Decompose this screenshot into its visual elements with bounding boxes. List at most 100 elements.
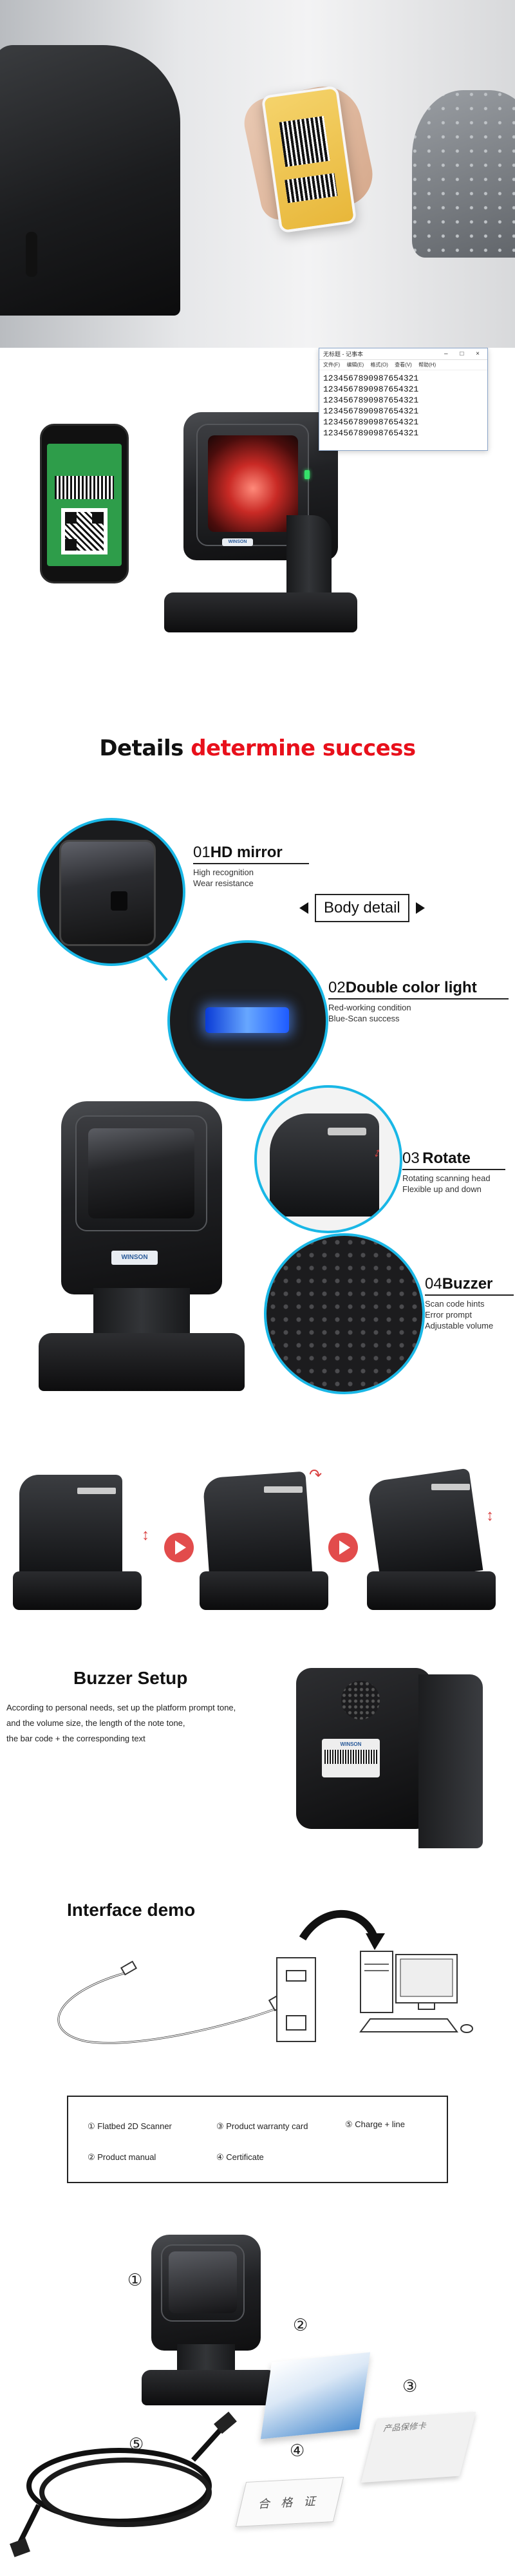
scanner-logo: WINSON	[222, 538, 253, 546]
usb-cable	[57, 1971, 284, 2044]
mouse	[460, 2024, 473, 2033]
buzzer-text-line: the bar code + the corresponding text	[6, 1734, 145, 1743]
feature-desc: Red-working condition	[328, 1003, 411, 1012]
menu-view[interactable]: 查看(V)	[395, 362, 412, 368]
notepad-title: 无标题 - 记事本	[323, 351, 363, 357]
headline-section: Details determine success	[0, 689, 515, 786]
keyboard	[359, 2018, 458, 2032]
smartphone	[40, 424, 129, 583]
phone-screen	[47, 444, 122, 566]
package-contents-photo: ① ② 产品保修卡 ③ 合 格 证 ④ ⑤	[0, 2183, 515, 2576]
package-list-section: ① Flatbed 2D Scanner ③ Product warranty …	[0, 2074, 515, 2183]
menu-file[interactable]: 文件(F)	[323, 362, 341, 368]
menu-edit[interactable]: 编辑(E)	[346, 362, 364, 368]
scanner-logo: WINSON	[111, 1251, 158, 1265]
feature-desc: Adjustable volume	[425, 1321, 494, 1331]
item-number: ②	[293, 2315, 308, 2334]
scanner-front-view: WINSON	[29, 1101, 254, 1404]
scanner-product: WINSON	[158, 412, 364, 644]
qr-code	[61, 508, 108, 554]
item-number: ③	[402, 2376, 418, 2396]
feature-number: 02	[328, 979, 346, 996]
feature-underline	[402, 1169, 505, 1170]
double-color-light-closeup	[167, 940, 328, 1101]
feature-underline	[193, 863, 309, 864]
notepad-text-area[interactable]: 1234567890987654321 1234567890987654321 …	[319, 370, 487, 441]
buzzer-setup-title: Buzzer Setup	[73, 1668, 188, 1688]
rotation-sequence: ↕ ↷ ↕	[0, 1430, 515, 1636]
scanned-line: 1234567890987654321	[323, 374, 419, 383]
barcode	[285, 173, 338, 204]
feature-desc: Flexible up and down	[402, 1184, 482, 1194]
item-number: ①	[127, 2270, 143, 2289]
package-item: ④ Certificate	[216, 2152, 264, 2162]
hero-banner	[0, 0, 515, 348]
body-detail-box: Body detail	[315, 894, 409, 922]
next-step-icon	[328, 1533, 358, 1562]
package-item: ① Flatbed 2D Scanner	[88, 2121, 172, 2131]
feature-number: 04	[425, 1275, 442, 1293]
interface-demo-title: Interface demo	[67, 1900, 196, 1920]
package-item: ③ Product warranty card	[216, 2121, 308, 2131]
feature-title: HD mirror	[210, 844, 283, 861]
rotate-closeup: ↕	[254, 1085, 402, 1233]
package-list-box: ① Flatbed 2D Scanner ③ Product warranty …	[67, 2096, 448, 2183]
feature-number: 01	[193, 844, 211, 861]
buzzer-setup-section: Buzzer Setup According to personal needs…	[0, 1636, 515, 1874]
usb-cable-coil	[10, 2411, 237, 2557]
item-number: ⑤	[129, 2434, 144, 2454]
feature-desc: Error prompt	[425, 1310, 472, 1320]
feature-desc: Wear resistance	[193, 878, 254, 888]
arrow-left-icon	[299, 902, 308, 914]
feature-desc: Blue-Scan success	[328, 1014, 400, 1023]
feature-desc: High recognition	[193, 867, 254, 877]
feature-underline	[328, 998, 509, 999]
feature-underline	[425, 1294, 514, 1296]
buzzer-closeup	[264, 1233, 425, 1394]
next-step-icon	[164, 1533, 194, 1562]
scanner-bottom-view: WINSON	[296, 1655, 483, 1861]
computer-tower	[360, 1951, 393, 2013]
scan-window-red	[208, 435, 298, 532]
scanner-cable	[26, 232, 37, 277]
feature-double-color-light: 02Double color light Red-working conditi…	[328, 979, 509, 1024]
feature-number: 03	[402, 1150, 420, 1167]
scanner-side-view-3: ↕	[366, 1468, 496, 1616]
green-light	[304, 470, 310, 479]
scanner-side-view-2: ↷	[200, 1466, 328, 1616]
scanned-line: 1234567890987654321	[323, 417, 419, 427]
interface-demo-section: Interface demo	[0, 1874, 515, 2074]
body-detail-label: Body detail	[299, 894, 425, 922]
headline-part-black: Details	[99, 735, 191, 761]
scanned-line: 1234567890987654321	[323, 406, 419, 416]
scanned-line: 1234567890987654321	[323, 384, 419, 394]
feature-title: Buzzer	[442, 1275, 493, 1293]
hd-mirror-closeup	[37, 818, 185, 966]
feature-title: Rotate	[422, 1150, 471, 1167]
window-controls[interactable]: – □ ×	[444, 350, 485, 357]
notepad-window: 无标题 - 记事本 – □ × 文件(F) 编辑(E) 格式(O) 查看(V) …	[319, 348, 488, 451]
interface-illustration	[57, 1909, 473, 2044]
up-down-arrow-icon: ↕	[486, 1507, 494, 1524]
buzzer-text-line: According to personal needs, set up the …	[6, 1703, 236, 1712]
feature-desc: Scan code hints	[425, 1299, 485, 1309]
menu-help[interactable]: 帮助(H)	[418, 362, 436, 368]
handbag-photo	[412, 90, 515, 258]
qr-code	[279, 116, 330, 167]
headline: Details determine success	[0, 735, 515, 761]
scan-to-computer-demo: WINSON 无标题 - 记事本 – □ × 文件(F) 编辑(E) 格式(O)…	[0, 348, 515, 689]
notepad-titlebar: 无标题 - 记事本 – □ ×	[319, 348, 487, 360]
up-down-arrow-icon: ↕	[142, 1526, 149, 1544]
feature-desc: Rotating scanning head	[402, 1173, 491, 1183]
scanner-side-view-1: ↕	[13, 1468, 149, 1616]
feature-title: Double color light	[345, 979, 477, 996]
menu-format[interactable]: 格式(O)	[370, 362, 388, 368]
package-item: ⑤ Charge + line	[345, 2119, 405, 2129]
barcode	[55, 476, 114, 499]
scanned-line: 1234567890987654321	[323, 428, 419, 438]
notepad-menubar: 文件(F) 编辑(E) 格式(O) 查看(V) 帮助(H)	[319, 360, 487, 370]
